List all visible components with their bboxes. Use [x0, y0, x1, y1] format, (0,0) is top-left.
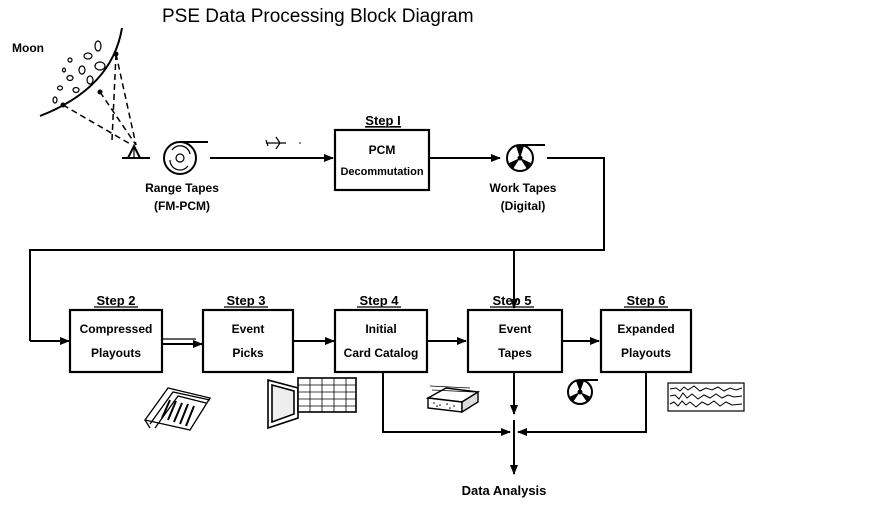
work-tapes-sublabel: (Digital): [501, 199, 546, 213]
step1-line1: PCM: [369, 143, 396, 157]
antenna-icon: [122, 143, 150, 159]
step4-line1: Initial: [365, 322, 396, 336]
range-tapes-label: Range Tapes: [145, 181, 219, 195]
step3-line2: Picks: [232, 346, 264, 360]
diagram-title: PSE Data Processing Block Diagram: [162, 6, 474, 27]
monitor-icon: [267, 377, 357, 430]
step6-box: [599, 308, 693, 374]
work-tape-reel-icon: [506, 144, 545, 172]
card-deck-icon: [425, 385, 481, 414]
step2-line1: Compressed: [80, 322, 153, 336]
step4-box: [333, 308, 429, 374]
step2-heading: Step 2: [96, 293, 135, 308]
seismogram-icon: [667, 382, 745, 412]
step5-line2: Tapes: [498, 346, 532, 360]
step5-line1: Event: [499, 322, 532, 336]
step1-heading: Step I: [365, 113, 400, 128]
step6-heading: Step 6: [626, 293, 665, 308]
data-analysis-label: Data Analysis: [462, 483, 547, 498]
step2-line2: Playouts: [91, 346, 141, 360]
step4-heading: Step 4: [359, 293, 399, 308]
step4-line2: Card Catalog: [344, 346, 419, 360]
worktapes-feed-line: [29, 157, 605, 341]
moon-icon: [39, 27, 123, 117]
event-tape-reel-icon: [567, 379, 598, 405]
moon-label: Moon: [12, 41, 44, 55]
step6-line1: Expanded: [617, 322, 674, 336]
step5-heading: Step 5: [492, 293, 531, 308]
step3-box: [201, 308, 295, 374]
step3-line1: Event: [232, 322, 265, 336]
step1-line2: Decommutation: [340, 166, 423, 178]
step5-box: [466, 308, 564, 374]
range-tape-reel-icon: [163, 141, 208, 175]
collection-lines: [382, 372, 647, 475]
step2-box: [68, 308, 164, 374]
range-tapes-sublabel: (FM-PCM): [154, 199, 210, 213]
step1-box: [333, 128, 431, 192]
printout-stack-icon: [143, 387, 212, 431]
step6-line2: Playouts: [621, 346, 671, 360]
signal-lines: [62, 53, 137, 146]
work-tapes-label: Work Tapes: [490, 181, 557, 195]
step3-heading: Step 3: [226, 293, 265, 308]
arrow-step2-to-step3: [162, 338, 203, 348]
airplane-icon: [265, 136, 301, 150]
